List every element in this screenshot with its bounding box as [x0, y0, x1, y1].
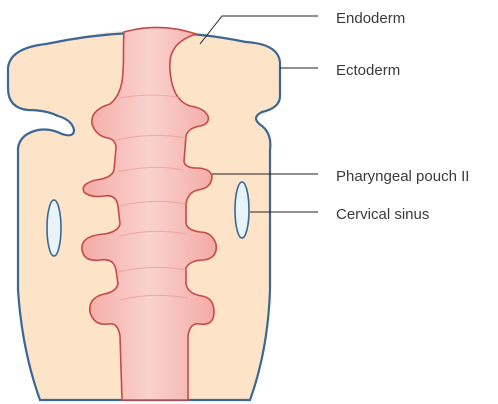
ectoderm-label: Ectoderm — [336, 62, 400, 79]
cervical-sinus-right — [235, 182, 249, 238]
pharyngeal-pouch-label: Pharyngeal pouch II — [336, 168, 469, 185]
endoderm-label: Endoderm — [336, 10, 405, 27]
cervical-sinus-label: Cervical sinus — [336, 206, 429, 223]
cervical-sinus-left — [47, 200, 61, 256]
